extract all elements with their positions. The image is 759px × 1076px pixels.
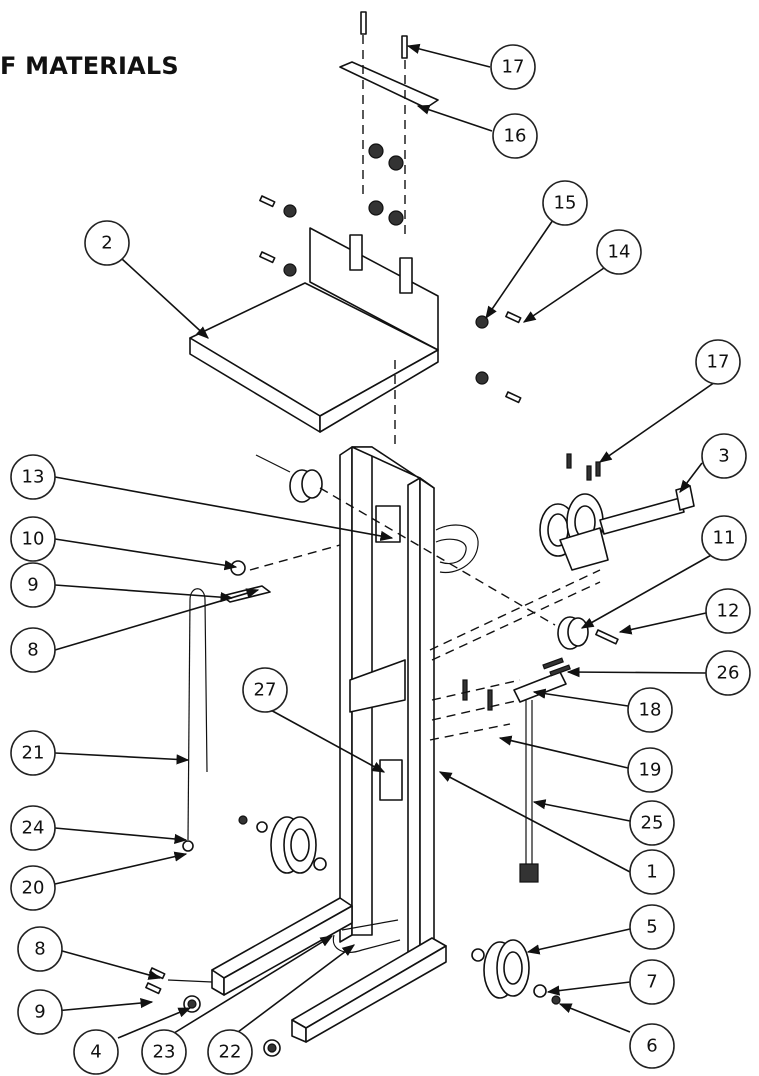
callout-16: 16 — [492, 113, 538, 159]
parts-layer — [145, 11, 695, 1057]
svg-text:18: 18 — [639, 700, 662, 721]
callout-9-lower: 9 — [17, 989, 63, 1035]
svg-text:14: 14 — [608, 242, 631, 263]
callout-3: 3 — [701, 433, 747, 479]
svg-text:27: 27 — [254, 680, 277, 701]
callout-11: 11 — [701, 515, 747, 561]
svg-text:22: 22 — [219, 1042, 242, 1063]
callout-14: 14 — [596, 229, 642, 275]
svg-text:24: 24 — [22, 818, 45, 839]
callout-15: 15 — [542, 180, 588, 226]
svg-text:3: 3 — [718, 446, 729, 467]
callout-2: 2 — [84, 220, 130, 266]
svg-text:9: 9 — [27, 575, 38, 596]
winch-part — [429, 453, 695, 661]
svg-text:6: 6 — [646, 1036, 657, 1057]
svg-text:9: 9 — [34, 1002, 45, 1023]
svg-text:8: 8 — [27, 640, 38, 661]
callout-25: 25 — [629, 800, 675, 846]
svg-text:25: 25 — [641, 813, 664, 834]
callout-26: 26 — [705, 650, 751, 696]
callout-19: 19 — [627, 747, 673, 793]
svg-text:10: 10 — [22, 529, 45, 550]
svg-text:1: 1 — [646, 862, 657, 883]
svg-text:19: 19 — [639, 760, 662, 781]
callout-18: 18 — [627, 687, 673, 733]
callout-27: 27 — [242, 667, 288, 713]
svg-text:11: 11 — [713, 528, 736, 549]
svg-text:12: 12 — [717, 601, 740, 622]
page-title: F MATERIALS — [0, 52, 179, 80]
callout-1: 1 — [629, 849, 675, 895]
svg-text:5: 5 — [646, 917, 657, 938]
svg-text:17: 17 — [707, 352, 730, 373]
callout-22: 22 — [207, 1029, 253, 1075]
svg-text:26: 26 — [717, 663, 740, 684]
callout-8-lower: 8 — [17, 926, 63, 972]
svg-text:8: 8 — [34, 939, 45, 960]
callout-4: 4 — [73, 1029, 119, 1075]
callout-9-upper: 9 — [10, 562, 56, 608]
top-bracket-part — [339, 11, 439, 240]
callout-12: 12 — [705, 588, 751, 634]
callout-5: 5 — [629, 904, 675, 950]
callout-13: 13 — [10, 454, 56, 500]
callout-17-winch: 17 — [695, 339, 741, 385]
base-frame-part — [211, 897, 447, 1043]
callout-21: 21 — [10, 730, 56, 776]
callout-23: 23 — [141, 1029, 187, 1075]
svg-text:21: 21 — [22, 743, 45, 764]
svg-text:16: 16 — [504, 126, 527, 147]
callouts: 17 16 15 14 2 17 3 13 11 10 12 9 26 8 27… — [10, 44, 751, 1075]
svg-text:4: 4 — [90, 1042, 101, 1063]
svg-text:2: 2 — [101, 233, 112, 254]
svg-text:7: 7 — [646, 972, 657, 993]
carriage-platform-part — [189, 195, 522, 433]
leader-lines — [54, 43, 723, 1039]
brake-lever-part — [429, 657, 571, 883]
callout-10: 10 — [10, 516, 56, 562]
svg-text:17: 17 — [502, 57, 525, 78]
callout-6: 6 — [629, 1023, 675, 1069]
callout-20: 20 — [10, 865, 56, 911]
callout-24: 24 — [10, 805, 56, 851]
svg-text:13: 13 — [22, 467, 45, 488]
svg-text:20: 20 — [22, 878, 45, 899]
mast-part — [339, 360, 479, 963]
wheels-part — [183, 454, 619, 1057]
svg-text:23: 23 — [153, 1042, 176, 1063]
callout-7: 7 — [629, 959, 675, 1005]
svg-text:15: 15 — [554, 193, 577, 214]
callout-8-upper: 8 — [10, 627, 56, 673]
callout-17-top: 17 — [490, 44, 536, 90]
